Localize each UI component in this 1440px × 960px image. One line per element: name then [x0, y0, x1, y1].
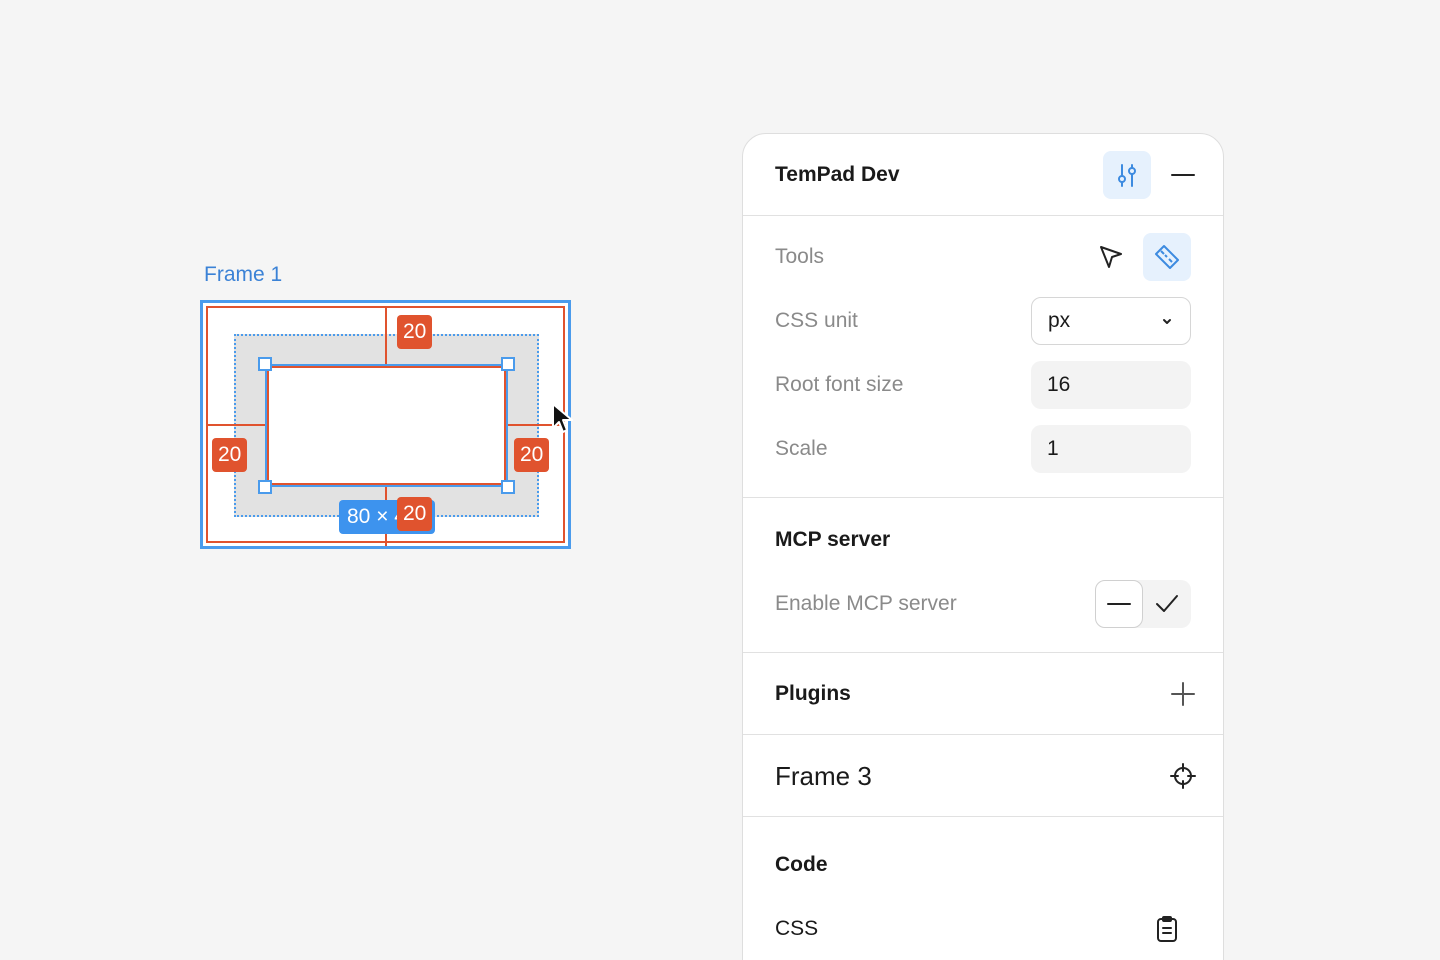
css-unit-select[interactable]: px	[1031, 297, 1191, 345]
resize-handle-bottom-right[interactable]	[501, 480, 515, 494]
ruler-icon	[1155, 245, 1179, 269]
plus-icon	[1171, 682, 1195, 706]
scale-label: Scale	[775, 437, 828, 460]
scale-input[interactable]: 1	[1031, 425, 1191, 473]
minimize-button[interactable]	[1159, 151, 1207, 199]
clipboard-icon	[1157, 916, 1177, 942]
minus-icon	[1107, 603, 1131, 605]
pointer-icon	[1100, 246, 1122, 268]
enable-mcp-label: Enable MCP server	[775, 592, 957, 615]
measure-tool-button[interactable]	[1143, 233, 1191, 281]
css-code-label: CSS	[775, 917, 819, 940]
css-unit-label: CSS unit	[775, 309, 858, 332]
frame-label[interactable]: Frame 1	[204, 263, 283, 286]
resize-handle-top-right[interactable]	[501, 357, 515, 371]
mouse-cursor-icon	[552, 403, 573, 433]
spacing-badge-bottom: 20	[397, 497, 433, 531]
resize-handle-bottom-left[interactable]	[258, 480, 272, 494]
selected-child-frame[interactable]	[265, 364, 508, 487]
code-title: Code	[775, 853, 828, 876]
sliders-icon	[1118, 164, 1136, 187]
tempad-dev-panel: TemPad Dev Tools	[742, 133, 1224, 960]
panel-header: TemPad Dev	[743, 134, 1223, 216]
frame-1[interactable]: 80 × 40 20 20 20 20	[200, 300, 571, 549]
mcp-on-option[interactable]	[1143, 580, 1191, 628]
css-unit-value: px	[1048, 309, 1071, 332]
chevron-down-icon	[1163, 319, 1171, 324]
child-measure-outline	[267, 366, 506, 485]
resize-handle-top-left[interactable]	[258, 357, 272, 371]
target-icon	[1170, 763, 1196, 789]
mcp-section: MCP server Enable MCP server	[743, 498, 1223, 653]
measure-line-top	[385, 306, 387, 364]
mcp-off-option[interactable]	[1095, 580, 1143, 628]
plugins-title: Plugins	[775, 682, 851, 705]
plugins-section: Plugins	[743, 653, 1223, 735]
settings-section: Tools CSS unit px	[743, 216, 1223, 498]
tools-label: Tools	[775, 245, 825, 268]
copy-css-button[interactable]	[1143, 905, 1191, 953]
add-plugin-button[interactable]	[1159, 670, 1207, 718]
code-section: Code CSS	[743, 817, 1223, 960]
check-icon	[1156, 595, 1178, 612]
preferences-button[interactable]	[1103, 151, 1151, 199]
panel-title: TemPad Dev	[775, 163, 900, 186]
select-tool-button[interactable]	[1087, 233, 1135, 281]
spacing-badge-right: 20	[514, 438, 550, 472]
selection-title: Frame 3	[775, 760, 872, 791]
root-font-size-input[interactable]: 16	[1031, 361, 1191, 409]
selection-section: Frame 3	[743, 735, 1223, 817]
enable-mcp-toggle	[1095, 580, 1191, 628]
minus-icon	[1171, 174, 1195, 176]
mcp-title: MCP server	[775, 528, 891, 551]
measure-line-right	[508, 424, 566, 426]
scroll-to-selection-button[interactable]	[1159, 752, 1207, 800]
spacing-badge-top: 20	[397, 315, 433, 349]
spacing-badge-left: 20	[212, 438, 248, 472]
root-font-size-label: Root font size	[775, 373, 904, 396]
measure-line-left	[206, 424, 265, 426]
